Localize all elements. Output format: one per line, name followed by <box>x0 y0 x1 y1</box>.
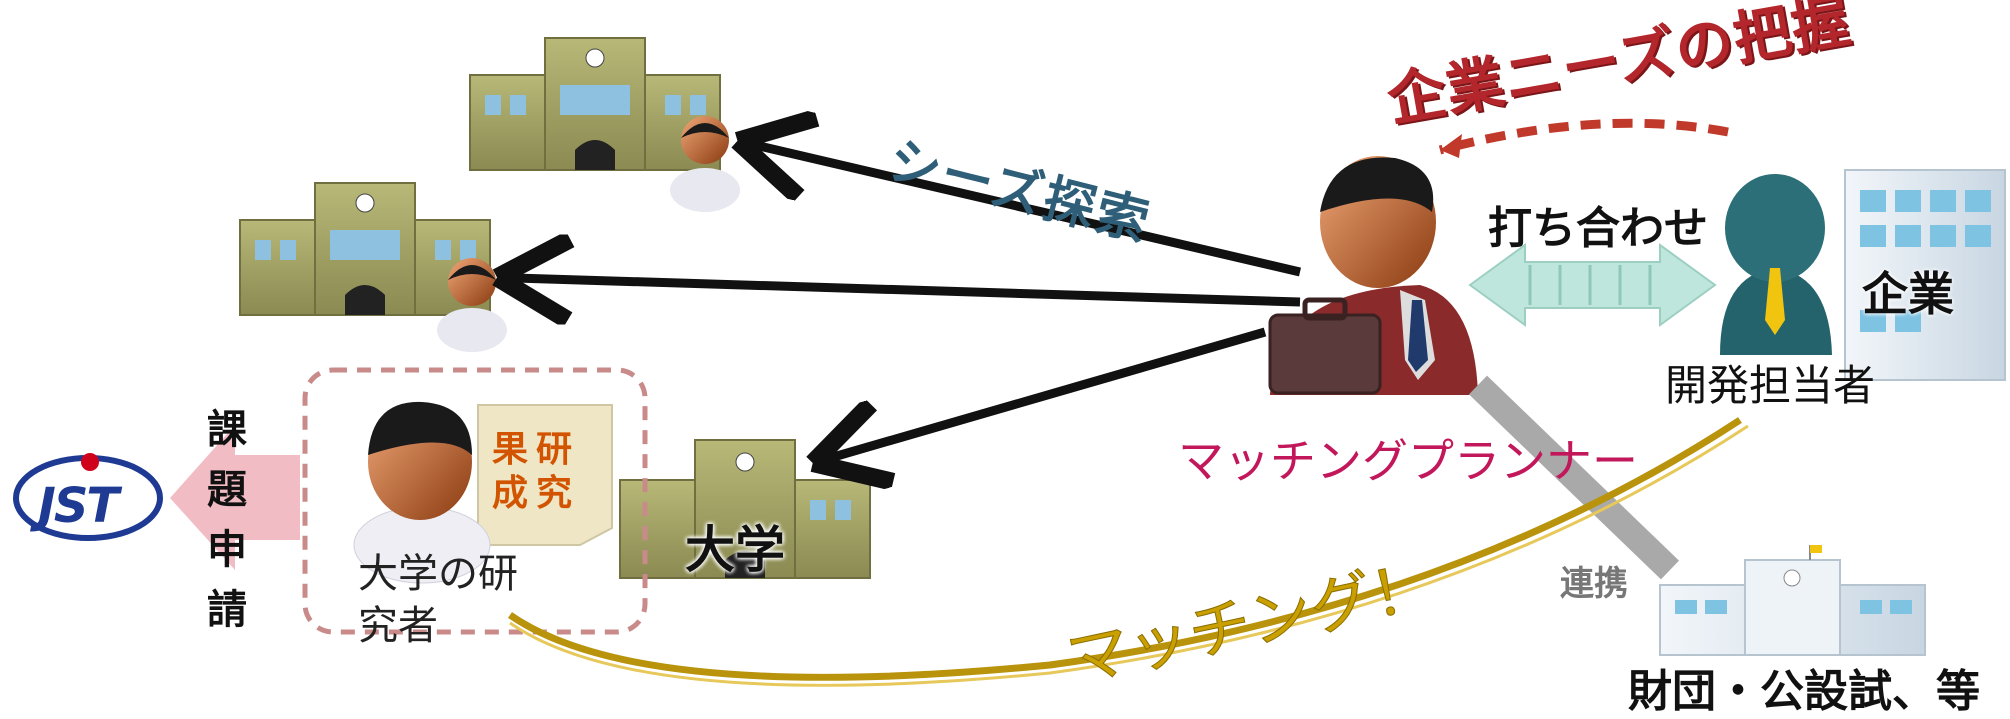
university-building-3 <box>619 439 871 579</box>
meeting-double-arrow <box>1468 243 1717 327</box>
university-building-1 <box>469 37 721 171</box>
developer-label: 開発担当者 <box>1665 361 1876 410</box>
jst-logo <box>13 453 163 541</box>
university-label: 大学 <box>685 521 785 579</box>
collaboration-bar <box>1468 375 1680 580</box>
research-results-label: 果成研究 <box>491 429 572 514</box>
foundation-building <box>1659 545 1926 656</box>
arrow-to-university-1 <box>755 145 1302 277</box>
foundation-label: 財団・公設試、等 <box>1628 666 1980 717</box>
arrow-to-university-3 <box>830 327 1267 458</box>
jst-logo-text: JST <box>38 478 119 534</box>
researcher-box <box>302 367 648 635</box>
collaboration-label: 連携 <box>1560 564 1628 604</box>
needs-dashed-arrow <box>1438 118 1729 155</box>
developer-figure <box>1720 169 2006 381</box>
company-label: 企業 <box>1862 267 1954 321</box>
matching-curve <box>508 417 1742 681</box>
researcher-small-2 <box>437 258 507 352</box>
meeting-label: 打ち合わせ <box>1488 203 1708 254</box>
researcher-label: 大学の研究者 <box>358 551 518 649</box>
researcher-small-1 <box>670 116 740 212</box>
matching-planner-figure <box>1268 156 1478 395</box>
university-building-2 <box>239 182 491 316</box>
research-results-paper <box>477 404 613 546</box>
application-label: 課題申請 <box>207 407 247 633</box>
application-arrow <box>170 425 300 570</box>
arrow-to-university-2 <box>515 278 1301 302</box>
researcher-large-figure <box>353 401 491 584</box>
planner-label: マッチングプランナー <box>1178 434 1638 488</box>
